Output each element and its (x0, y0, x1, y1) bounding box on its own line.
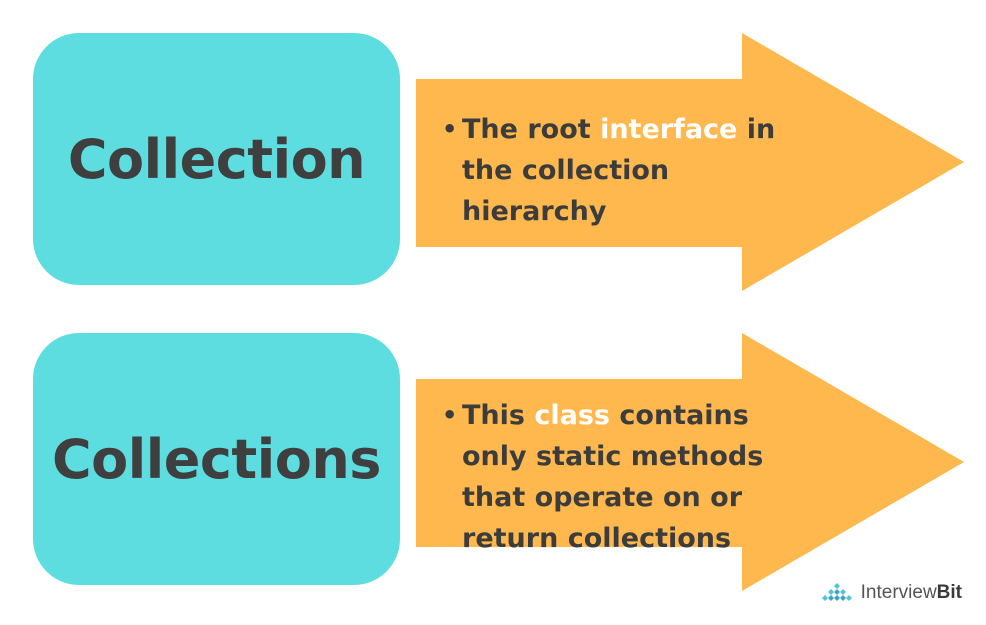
term-box: Collection (33, 33, 400, 285)
description: • The root interface in the collection h… (442, 109, 822, 232)
term-label: Collection (67, 127, 366, 191)
right-arrow-shape (416, 33, 964, 291)
bullet-icon: • (442, 401, 458, 429)
pyramid-dots-icon (821, 583, 852, 601)
description-part: The root (462, 114, 601, 145)
comparison-row-collections: Collections • This class contains only s… (0, 333, 986, 591)
comparison-row-collection: Collection • The root interface in the c… (0, 33, 986, 291)
bullet-icon: • (442, 115, 458, 143)
brand-logo: InterviewBit (817, 581, 962, 605)
description-highlight: class (534, 400, 610, 431)
right-arrow-shape (416, 333, 964, 591)
brand-name-part: Interview (860, 582, 937, 603)
description-text: This class contains only static methods … (462, 395, 822, 559)
term-box: Collections (33, 333, 400, 585)
description: • This class contains only static method… (442, 395, 822, 559)
description-part: contains only static methods that operat… (462, 400, 764, 554)
description-part: This (462, 400, 535, 431)
description-part: in the collection hierarchy (462, 114, 776, 227)
term-label: Collections (52, 427, 381, 491)
description-text: The root interface in the collection hie… (462, 109, 822, 232)
brand-name-part-bold: Bit (936, 582, 962, 603)
description-highlight: interface (600, 114, 738, 145)
brand-name: InterviewBit (861, 582, 962, 604)
